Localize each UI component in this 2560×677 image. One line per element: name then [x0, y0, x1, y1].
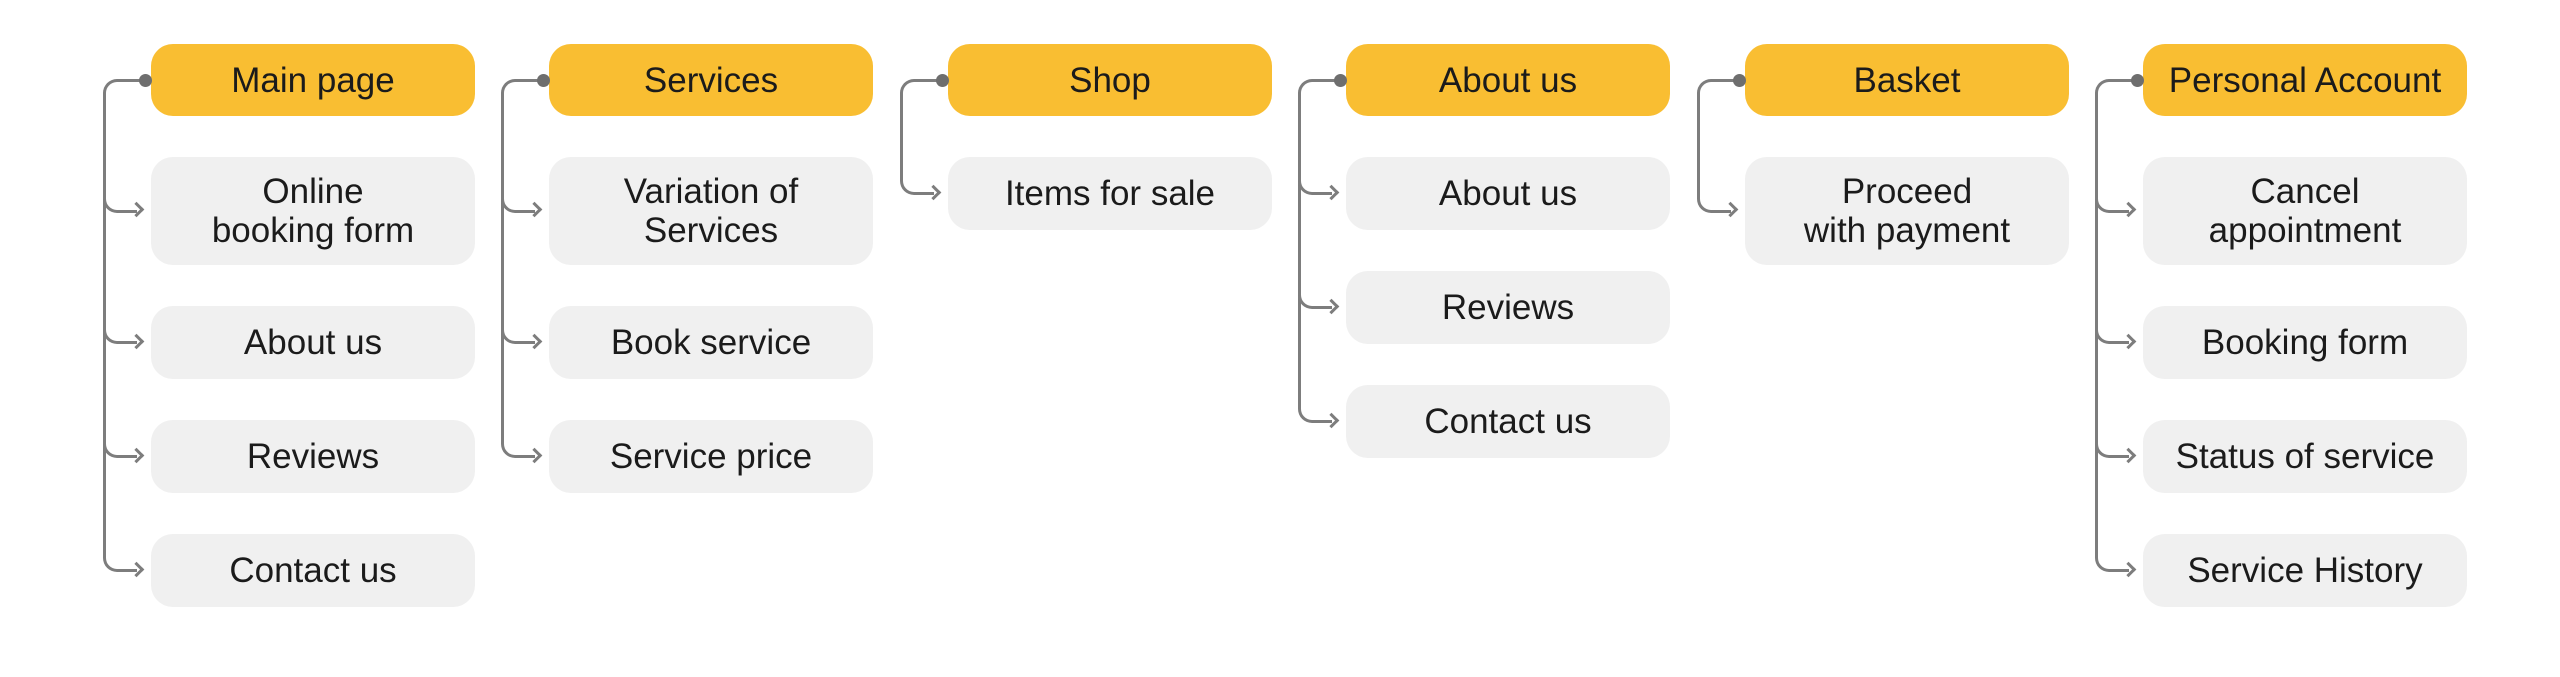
connector-dot — [2131, 73, 2144, 87]
subpage-node[interactable]: Contact us — [1346, 385, 1670, 458]
subpage-node[interactable]: Contact us — [151, 534, 475, 607]
page-node[interactable]: About us — [1346, 44, 1670, 116]
subpage-node-label: Booking form — [2201, 323, 2409, 362]
subpage-node[interactable]: Reviews — [151, 420, 475, 493]
connector-trunk — [2095, 78, 2137, 555]
page-node[interactable]: Personal Account — [2143, 44, 2467, 116]
subpage-node-label: Reviews — [1441, 288, 1575, 327]
subpage-node[interactable]: About us — [1346, 157, 1670, 230]
subpage-node-label: Contact us — [1424, 402, 1592, 441]
subpage-node[interactable]: Book service — [549, 306, 873, 379]
subpage-node[interactable]: Service price — [549, 420, 873, 493]
connector-branch — [103, 555, 137, 572]
connector-branch — [2095, 555, 2129, 572]
connector-trunk — [900, 78, 942, 178]
page-node-label: Shop — [1069, 60, 1151, 100]
connector-dot — [936, 73, 949, 87]
subpage-node[interactable]: About us — [151, 306, 475, 379]
sitemap-column: Basket Proceed with payment — [1697, 44, 2069, 265]
page-node-label: Personal Account — [2168, 60, 2442, 100]
page-node[interactable]: Shop — [948, 44, 1272, 116]
subpage-node[interactable]: Cancel appointment — [2143, 157, 2467, 265]
connector-dot — [1733, 73, 1746, 87]
connector-branch — [1298, 292, 1332, 309]
connector-branch — [103, 327, 137, 344]
sitemap-column: Services Variation of Services Book serv… — [501, 44, 873, 493]
subpage-node[interactable]: Items for sale — [948, 157, 1272, 230]
connector-branch — [501, 441, 535, 458]
connector-branch — [1298, 406, 1332, 423]
subpage-node-label: Cancel appointment — [2208, 172, 2402, 250]
connector-trunk — [1298, 78, 1340, 406]
page-node-label: Services — [643, 60, 779, 100]
subpage-node-label: Proceed with payment — [1803, 172, 2011, 250]
connector-dot — [1334, 73, 1347, 87]
connector-trunk — [1697, 78, 1739, 196]
connector-branch — [501, 327, 535, 344]
connector-dot — [537, 73, 550, 87]
subpage-node[interactable]: Reviews — [1346, 271, 1670, 344]
subpage-node[interactable]: Variation of Services — [549, 157, 873, 265]
connector-branch — [2095, 195, 2129, 213]
page-node-label: Main page — [231, 60, 395, 100]
subpage-node-label: Service price — [609, 437, 813, 476]
subpage-node-label: Items for sale — [1004, 174, 1216, 213]
connector-branch — [1697, 195, 1731, 213]
subpage-node[interactable]: Proceed with payment — [1745, 157, 2069, 265]
page-node[interactable]: Basket — [1745, 44, 2069, 116]
connector-dot — [139, 73, 152, 87]
subpage-node-label: Reviews — [246, 437, 380, 476]
connector-branch — [1298, 178, 1332, 195]
subpage-node-label: Online booking form — [211, 172, 415, 250]
subpage-node[interactable]: Service History — [2143, 534, 2467, 607]
subpage-node-label: Contact us — [229, 551, 397, 590]
subpage-node-label: About us — [1438, 174, 1578, 213]
page-node-label: Basket — [1853, 60, 1961, 100]
page-node[interactable]: Main page — [151, 44, 475, 116]
connector-branch — [900, 178, 934, 195]
sitemap-column: About us About us Reviews Contact us — [1298, 44, 1670, 458]
connector-trunk — [501, 78, 543, 441]
connector-branch — [2095, 441, 2129, 458]
sitemap-column: Shop Items for sale — [900, 44, 1272, 230]
connector-branch — [103, 195, 137, 213]
subpage-node[interactable]: Status of service — [2143, 420, 2467, 493]
connector-branch — [2095, 327, 2129, 344]
subpage-node-label: About us — [243, 323, 383, 362]
connector-branch — [103, 441, 137, 458]
subpage-node-label: Variation of Services — [623, 172, 799, 250]
page-node-label: About us — [1438, 60, 1578, 100]
sitemap-column: Main page Online booking form About us R… — [103, 44, 475, 607]
subpage-node-label: Book service — [610, 323, 812, 362]
subpage-node[interactable]: Booking form — [2143, 306, 2467, 379]
connector-trunk — [103, 78, 145, 555]
subpage-node-label: Status of service — [2175, 437, 2435, 476]
page-node[interactable]: Services — [549, 44, 873, 116]
connector-branch — [501, 195, 535, 213]
sitemap-column: Personal Account Cancel appointment Book… — [2095, 44, 2467, 607]
subpage-node[interactable]: Online booking form — [151, 157, 475, 265]
subpage-node-label: Service History — [2187, 551, 2423, 590]
